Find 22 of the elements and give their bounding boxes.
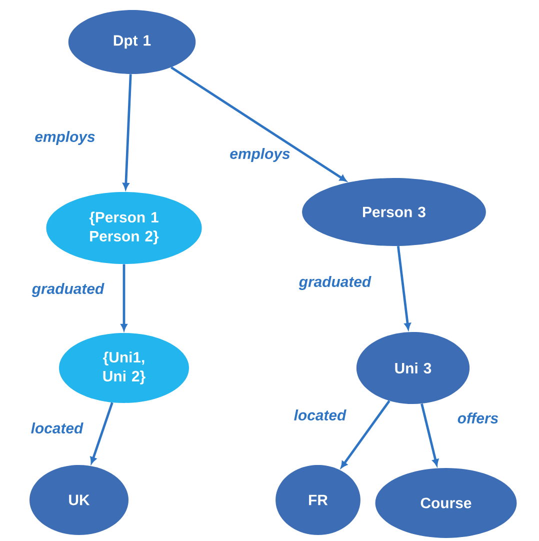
edge-label: employs: [228, 147, 292, 163]
ellipse-node: {Uni1, Uni 2}: [59, 333, 189, 403]
ellipse-node: UK: [30, 465, 128, 535]
ellipse-node: Course: [375, 468, 517, 538]
ellipse-node: Person 3: [302, 178, 486, 246]
edge-label: offers: [456, 412, 500, 424]
edge-label: graduated: [30, 282, 106, 298]
ellipse-node: Uni 3: [356, 332, 470, 404]
ellipse-node: Dpt 1: [68, 10, 196, 74]
ellipse-node: {Person 1 Person 2}: [46, 192, 202, 264]
arrow: [170, 66, 346, 182]
arrow: [122, 74, 132, 190]
ellipse-node: FR: [276, 465, 360, 535]
arrow: [120, 264, 128, 331]
arrow: [396, 246, 411, 330]
edge-label: located: [30, 422, 84, 434]
edge-label: employs: [34, 130, 96, 146]
edge-label: graduated: [298, 275, 372, 291]
arrow: [90, 402, 114, 464]
edge-label: located: [292, 408, 348, 422]
arrow: [420, 403, 439, 466]
arrow: [340, 400, 390, 468]
